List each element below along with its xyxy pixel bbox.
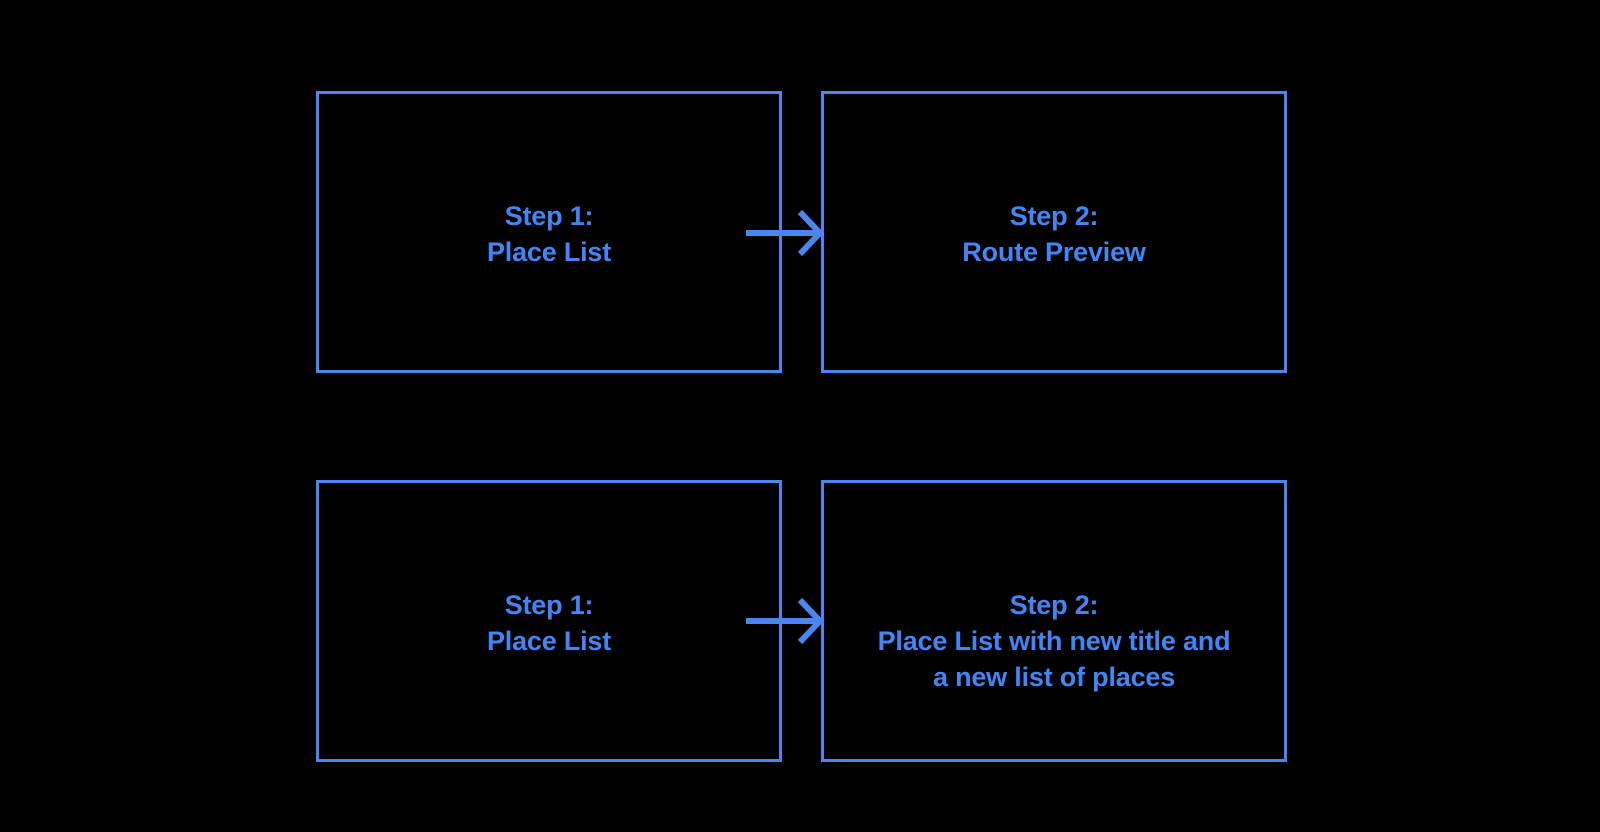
box-text-line: Step 1: bbox=[504, 590, 594, 620]
box-text-line: Step 2: bbox=[1009, 201, 1099, 231]
flow-box-row1-step1: Step 1: Place List bbox=[316, 91, 782, 373]
box-text-line: Place List bbox=[486, 626, 612, 656]
box-label: Step 2: Place List with new title and a … bbox=[821, 587, 1287, 695]
box-text-line: Step 1: bbox=[504, 201, 594, 231]
box-text-line: Place List with new title and bbox=[877, 626, 1231, 656]
box-text-line: Place List bbox=[486, 237, 612, 267]
flow-arrow-icon bbox=[746, 597, 824, 645]
box-label: Step 1: Place List bbox=[316, 198, 782, 270]
box-label: Step 2: Route Preview bbox=[821, 198, 1287, 270]
flow-arrow-icon bbox=[746, 209, 824, 257]
flow-box-row2-step2: Step 2: Place List with new title and a … bbox=[821, 480, 1287, 762]
flow-box-row2-step1: Step 1: Place List bbox=[316, 480, 782, 762]
box-text-line: Step 2: bbox=[1009, 590, 1099, 620]
box-text-line: Route Preview bbox=[962, 237, 1146, 267]
flow-box-row1-step2: Step 2: Route Preview bbox=[821, 91, 1287, 373]
box-label: Step 1: Place List bbox=[316, 587, 782, 659]
box-text-line: a new list of places bbox=[932, 662, 1176, 692]
